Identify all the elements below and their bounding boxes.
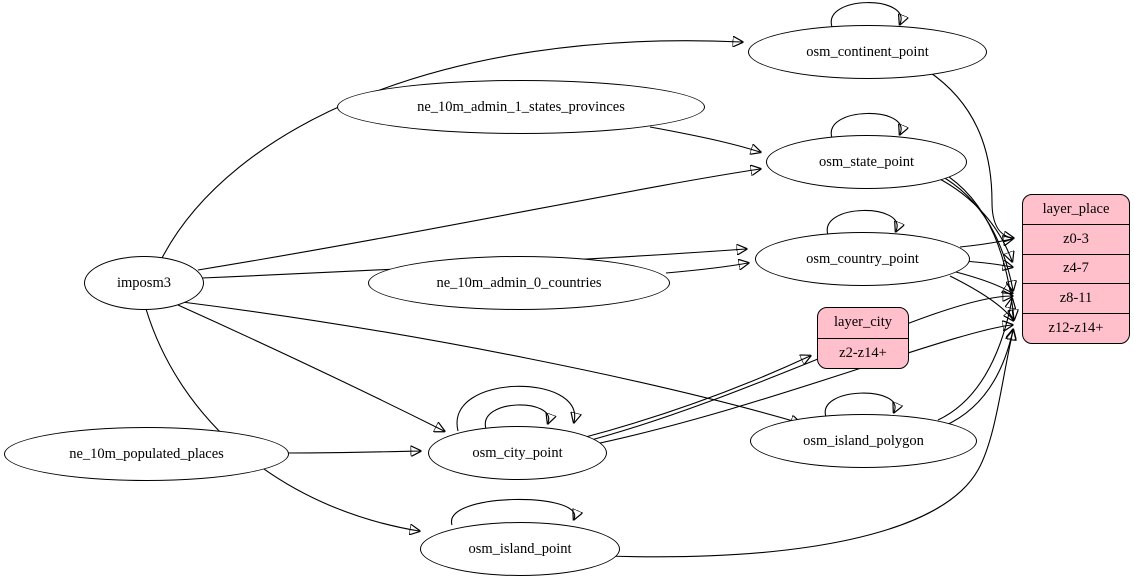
edge-osm_continent_point-layer_place-z0-3 [927,70,1013,238]
edge-imposm3-osm_state_point [197,169,760,271]
node-osm-island-point-label: osm_island_point [468,540,572,557]
edge-osm_country_point-layer_place-z0-3 [959,239,1012,248]
layer-city-row-z2-z14: z2-z14+ [818,337,908,369]
selfloop-osm_state_point [830,112,901,139]
node-ne-10m-admin-1-states-provinces: ne_10m_admin_1_states_provinces [337,80,705,134]
selfloop-osm_city_point-inner [484,404,548,430]
selfloop-osm_island_point [451,498,575,526]
layer-place-row-z0-3: z0-3 [1023,223,1129,254]
record-layer-place: layer_place z0-3 z4-7 z8-11 z12-z14+ [1022,194,1130,344]
layer-place-title: layer_place [1042,200,1110,217]
node-ne-10m-admin-0-countries-label: ne_10m_admin_0_countries [436,274,602,291]
node-osm-city-point-label: osm_city_point [472,444,563,461]
layer-place-row-z4-7: z4-7 [1023,253,1129,284]
node-osm-island-polygon: osm_island_polygon [750,414,977,468]
node-osm-state-point-label: osm_state_point [818,153,915,170]
node-osm-island-polygon-label: osm_island_polygon [803,432,924,449]
edge-osm_city_point-layer_place-z12-z14 [585,325,1012,447]
edge-imposm3-osm_island_polygon [181,301,800,423]
edge-osm_city_point-layer_city-z2-z14 [581,356,810,439]
edge-osm_country_point-layer_place-z8-11 [955,271,1012,293]
node-osm-state-point: osm_state_point [766,135,967,189]
node-ne-10m-admin-1-states-provinces-label: ne_10m_admin_1_states_provinces [417,98,625,115]
node-ne-10m-admin-0-countries: ne_10m_admin_0_countries [368,256,670,310]
selfloop-osm_continent_point [830,2,901,28]
edge-nepopulated-osm_city_point [287,451,420,453]
edge-osm_country_point-layer_place-z12-z14 [949,275,1013,320]
layer-place-row-z12-z14: z12-z14+ [1023,313,1129,343]
edge-imposm3-osm_city_point [177,304,444,431]
node-osm-country-point-label: osm_country_point [806,250,919,267]
edge-osm_island_polygon-layer_place-z8-11 [937,299,1012,421]
selfloop-osm_country_point [826,209,897,236]
node-ne-10m-populated-places-label: ne_10m_populated_places [69,445,224,462]
node-osm-country-point: osm_country_point [755,232,970,286]
node-imposm3-label: imposm3 [117,274,171,291]
node-imposm3: imposm3 [84,256,204,310]
layer-city-title: layer_city [834,314,892,331]
node-osm-continent-point: osm_continent_point [748,25,987,79]
node-osm-island-point: osm_island_point [420,522,620,576]
edge-osm_country_point-layer_place-z4-7 [963,261,1012,267]
node-osm-continent-point-label: osm_continent_point [806,43,929,60]
edge-osm_island_polygon-layer_place-z12-z14 [943,330,1013,427]
edge-ne0countries-osm_country_point [665,263,748,274]
edge-osm_island_point-layer_place-z12-z14 [605,331,1013,558]
edge-ne1states-osm_state_point [649,126,760,152]
layer-place-row-z8-11: z8-11 [1023,283,1129,313]
edge-osm_state_point-layer_place-z4-7 [935,176,1012,261]
selfloop-osm_city_point-outer [456,385,575,432]
node-ne-10m-populated-places: ne_10m_populated_places [4,427,289,481]
edge-imposm3-osm_island_point [145,308,419,531]
record-layer-city: layer_city z2-z14+ [817,307,909,369]
node-osm-city-point: osm_city_point [428,426,607,480]
selfloop-osm_island_polygon [824,392,895,418]
